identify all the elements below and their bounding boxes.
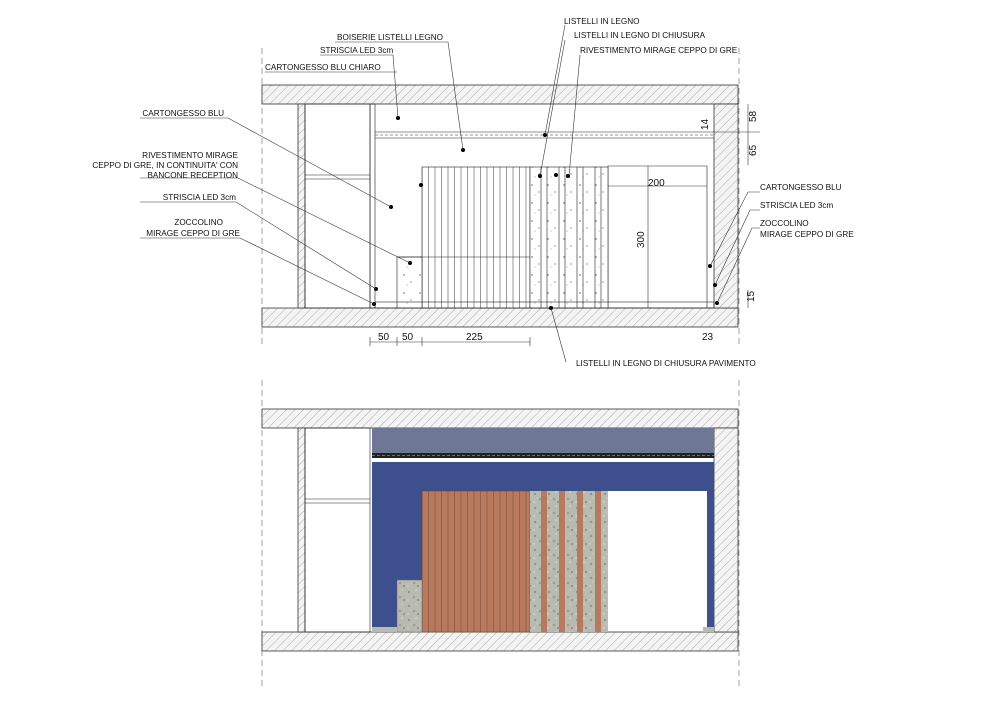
skirting-right xyxy=(703,627,714,632)
dim-65: 65 xyxy=(748,144,759,156)
left-partition xyxy=(297,103,306,309)
label-listelli-legno: LISTELLI IN LEGNO xyxy=(564,17,640,26)
left-niche xyxy=(304,103,371,309)
leader-lines xyxy=(140,24,760,363)
dim-58: 58 xyxy=(748,110,759,122)
dimension-lines xyxy=(369,104,760,346)
ceiling-slab-rendered xyxy=(261,408,739,429)
label-cartongesso-chiaro: CARTONGESSO BLU CHIARO xyxy=(265,63,381,72)
label-listelli-pavimento: LISTELLI IN LEGNO DI CHIUSURA PAVIMENTO xyxy=(576,359,756,368)
label-cartongesso-blu-right: CARTONGESSO BLU xyxy=(760,183,842,192)
label-listelli-chiusura: LISTELLI IN LEGNO DI CHIUSURA xyxy=(574,31,706,40)
dim-200: 200 xyxy=(648,178,665,189)
niche-side-panel xyxy=(369,103,376,309)
label-zoccolino-right-2: MIRAGE CEPPO DI GRE xyxy=(760,230,854,239)
dim-225: 225 xyxy=(466,332,483,343)
section-rendered-drawing xyxy=(261,408,739,652)
stone-cladding-panel xyxy=(529,166,609,309)
dim-15: 15 xyxy=(746,290,757,302)
right-wall-rendered xyxy=(713,427,739,633)
label-rivestimento-left-2: CEPPO DI GRE, IN CONTINUITA' CON xyxy=(92,161,238,170)
dim-50-a: 50 xyxy=(378,332,390,343)
label-led-left: STRISCIA LED 3cm xyxy=(163,193,236,202)
dim-14: 14 xyxy=(700,118,711,130)
ceiling-band-grey-blue xyxy=(372,428,714,453)
label-zoccolino-left-2: MIRAGE CEPPO DI GRE xyxy=(146,229,240,238)
label-cartongesso-blu-left: CARTONGESSO BLU xyxy=(142,109,224,118)
wood-boiserie-rendered xyxy=(421,490,531,633)
floor-slab xyxy=(261,307,739,328)
dim-300: 300 xyxy=(636,231,647,248)
label-rivestimento-left-3: BANCONE RECEPTION xyxy=(147,171,238,180)
door-opening xyxy=(608,491,707,627)
label-zoccolino-right-1: ZOCCOLINO xyxy=(760,219,809,228)
reception-block xyxy=(396,256,423,309)
floor-slab-rendered xyxy=(261,631,739,652)
label-led-top: STRISCIA LED 3cm xyxy=(320,46,393,55)
section-line-drawing xyxy=(261,84,739,328)
label-zoccolino-left-1: ZOCCOLINO xyxy=(174,218,223,227)
skirting-left xyxy=(372,627,397,632)
label-rivestimento-left-1: RIVESTIMENTO MIRAGE xyxy=(142,151,238,160)
ceiling-slab xyxy=(261,84,739,105)
dim-50-b: 50 xyxy=(402,332,414,343)
left-partition-rendered xyxy=(297,427,306,633)
label-led-right: STRISCIA LED 3cm xyxy=(760,201,833,210)
reception-block-rendered xyxy=(396,579,423,633)
label-boiserie: BOISERIE LISTELLI LEGNO xyxy=(337,33,443,42)
dim-23: 23 xyxy=(702,332,714,343)
label-rivestimento-right: RIVESTIMENTO MIRAGE CEPPO DI GRE xyxy=(580,46,738,55)
boiserie-panel xyxy=(421,166,531,309)
left-niche-rendered xyxy=(304,427,371,633)
right-wall xyxy=(713,103,739,309)
